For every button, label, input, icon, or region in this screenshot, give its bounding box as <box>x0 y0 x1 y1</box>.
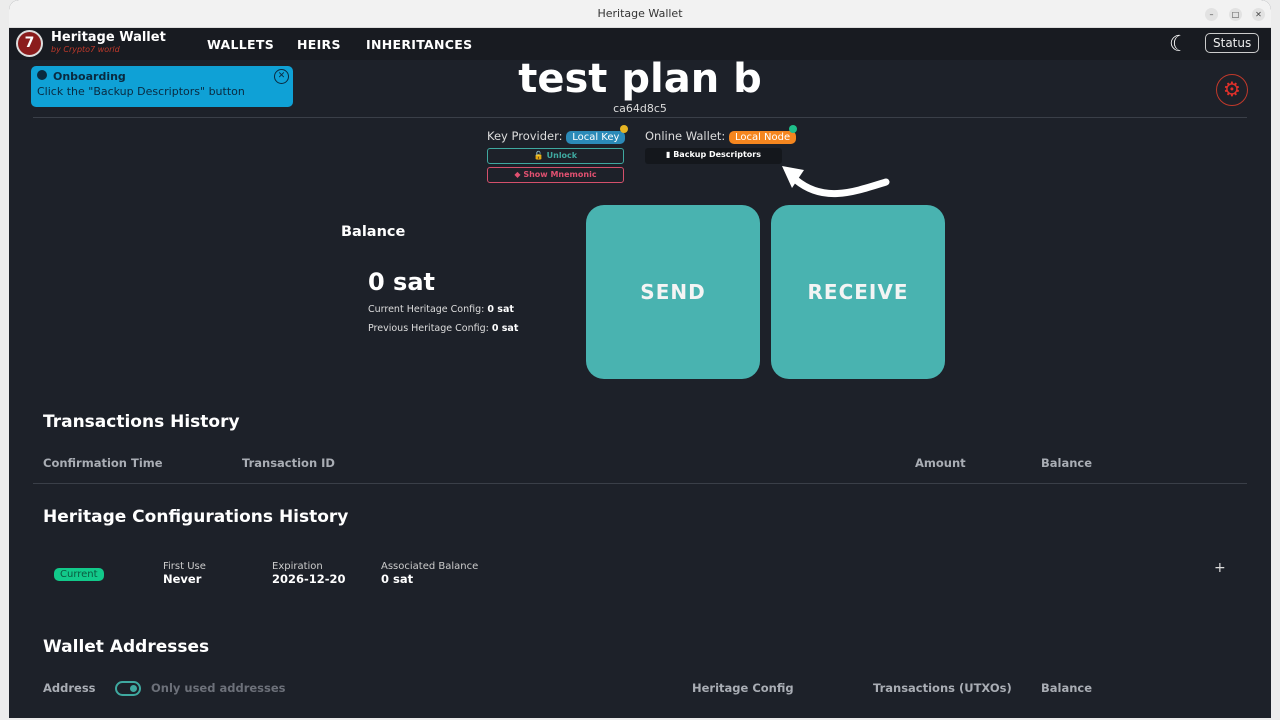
maximize-button[interactable]: □ <box>1229 8 1242 21</box>
col-confirmation-time: Confirmation Time <box>43 456 163 470</box>
nav-inheritances[interactable]: INHERITANCES <box>366 37 473 52</box>
current-config-label: Current Heritage Config: <box>368 304 485 315</box>
associated-balance-value: 0 sat <box>381 572 414 586</box>
col-transactions-utxos: Transactions (UTXOs) <box>873 681 1012 695</box>
expiration-label: Expiration <box>272 561 323 572</box>
show-mnemonic-label: Show Mnemonic <box>523 170 597 179</box>
previous-config-value: 0 sat <box>491 323 519 334</box>
onboarding-text: Click the "Backup Descriptors" button <box>37 85 245 98</box>
receive-button[interactable]: RECEIVE <box>771 205 945 379</box>
col-address: Address <box>43 681 96 695</box>
send-button[interactable]: SEND <box>586 205 760 379</box>
col-transaction-id: Transaction ID <box>242 456 335 470</box>
associated-balance-label: Associated Balance <box>381 561 479 572</box>
key-status-dot <box>620 125 628 133</box>
wallet-name: test plan b <box>518 56 762 102</box>
unlock-button[interactable]: 🔓 Unlock <box>487 148 624 164</box>
wallet-fingerprint: ca64d8c5 <box>613 102 667 115</box>
online-wallet-badge: Local Node <box>728 131 797 144</box>
theme-toggle-moon-icon[interactable]: ☾ <box>1169 32 1189 57</box>
toggle-label: Only used addresses <box>151 681 286 695</box>
info-icon <box>37 70 47 80</box>
current-config-value: 0 sat <box>487 304 514 315</box>
onboarding-close-icon[interactable]: ✕ <box>274 69 289 84</box>
node-status-dot <box>789 125 797 133</box>
col-address-balance: Balance <box>1041 681 1093 695</box>
nav-wallets[interactable]: WALLETS <box>207 37 274 52</box>
expand-plus-icon[interactable]: + <box>1214 560 1226 576</box>
previous-config-label: Previous Heritage Config: <box>368 323 489 334</box>
backup-descriptors-label: Backup Descriptors <box>673 150 761 159</box>
first-use-value: Never <box>163 572 202 586</box>
onboarding-arrow-icon <box>782 166 890 198</box>
heritage-title: Heritage Configurations History <box>43 507 349 527</box>
onboarding-title: Onboarding <box>53 70 126 83</box>
addresses-title: Wallet Addresses <box>43 637 210 657</box>
expiration-value: 2026-12-20 <box>272 572 346 586</box>
settings-gear-icon[interactable]: ⚙ <box>1216 74 1248 106</box>
transactions-title: Transactions History <box>43 412 240 432</box>
close-window-button[interactable]: ✕ <box>1252 8 1265 21</box>
status-button[interactable]: Status <box>1205 33 1260 53</box>
show-mnemonic-button[interactable]: ◆ Show Mnemonic <box>487 167 624 183</box>
col-amount: Amount <box>915 456 966 470</box>
key-provider-badge: Local Key <box>566 131 626 144</box>
minimize-button[interactable]: – <box>1205 8 1218 21</box>
previous-config-balance: Previous Heritage Config: 0 sat <box>368 323 518 334</box>
first-use-label: First Use <box>163 561 206 572</box>
current-config-balance: Current Heritage Config: 0 sat <box>368 304 514 315</box>
col-balance: Balance <box>1041 456 1093 470</box>
onboarding-tooltip: Onboarding Click the "Backup Descriptors… <box>31 66 293 107</box>
nav-heirs[interactable]: HEIRS <box>297 37 341 52</box>
title-bar: Heritage Wallet – □ ✕ <box>9 0 1271 28</box>
used-addresses-toggle[interactable] <box>115 681 141 696</box>
window-title: Heritage Wallet <box>597 7 683 20</box>
unlock-label: Unlock <box>546 151 578 160</box>
brand-name: Heritage Wallet <box>51 30 166 45</box>
online-wallet-label: Online Wallet: <box>645 129 726 143</box>
balance-amount: 0 sat <box>368 268 436 296</box>
online-wallet: Online Wallet: Local Node <box>645 129 797 144</box>
key-provider: Key Provider: Local Key <box>487 129 626 144</box>
logo: 7 <box>16 30 43 57</box>
current-badge: Current <box>54 568 104 581</box>
brand-tagline: by Crypto7 world <box>51 45 120 54</box>
backup-descriptors-button[interactable]: ▮ Backup Descriptors <box>645 148 782 164</box>
col-heritage-config: Heritage Config <box>692 681 794 695</box>
key-provider-label: Key Provider: <box>487 129 563 143</box>
balance-title: Balance <box>341 224 406 240</box>
